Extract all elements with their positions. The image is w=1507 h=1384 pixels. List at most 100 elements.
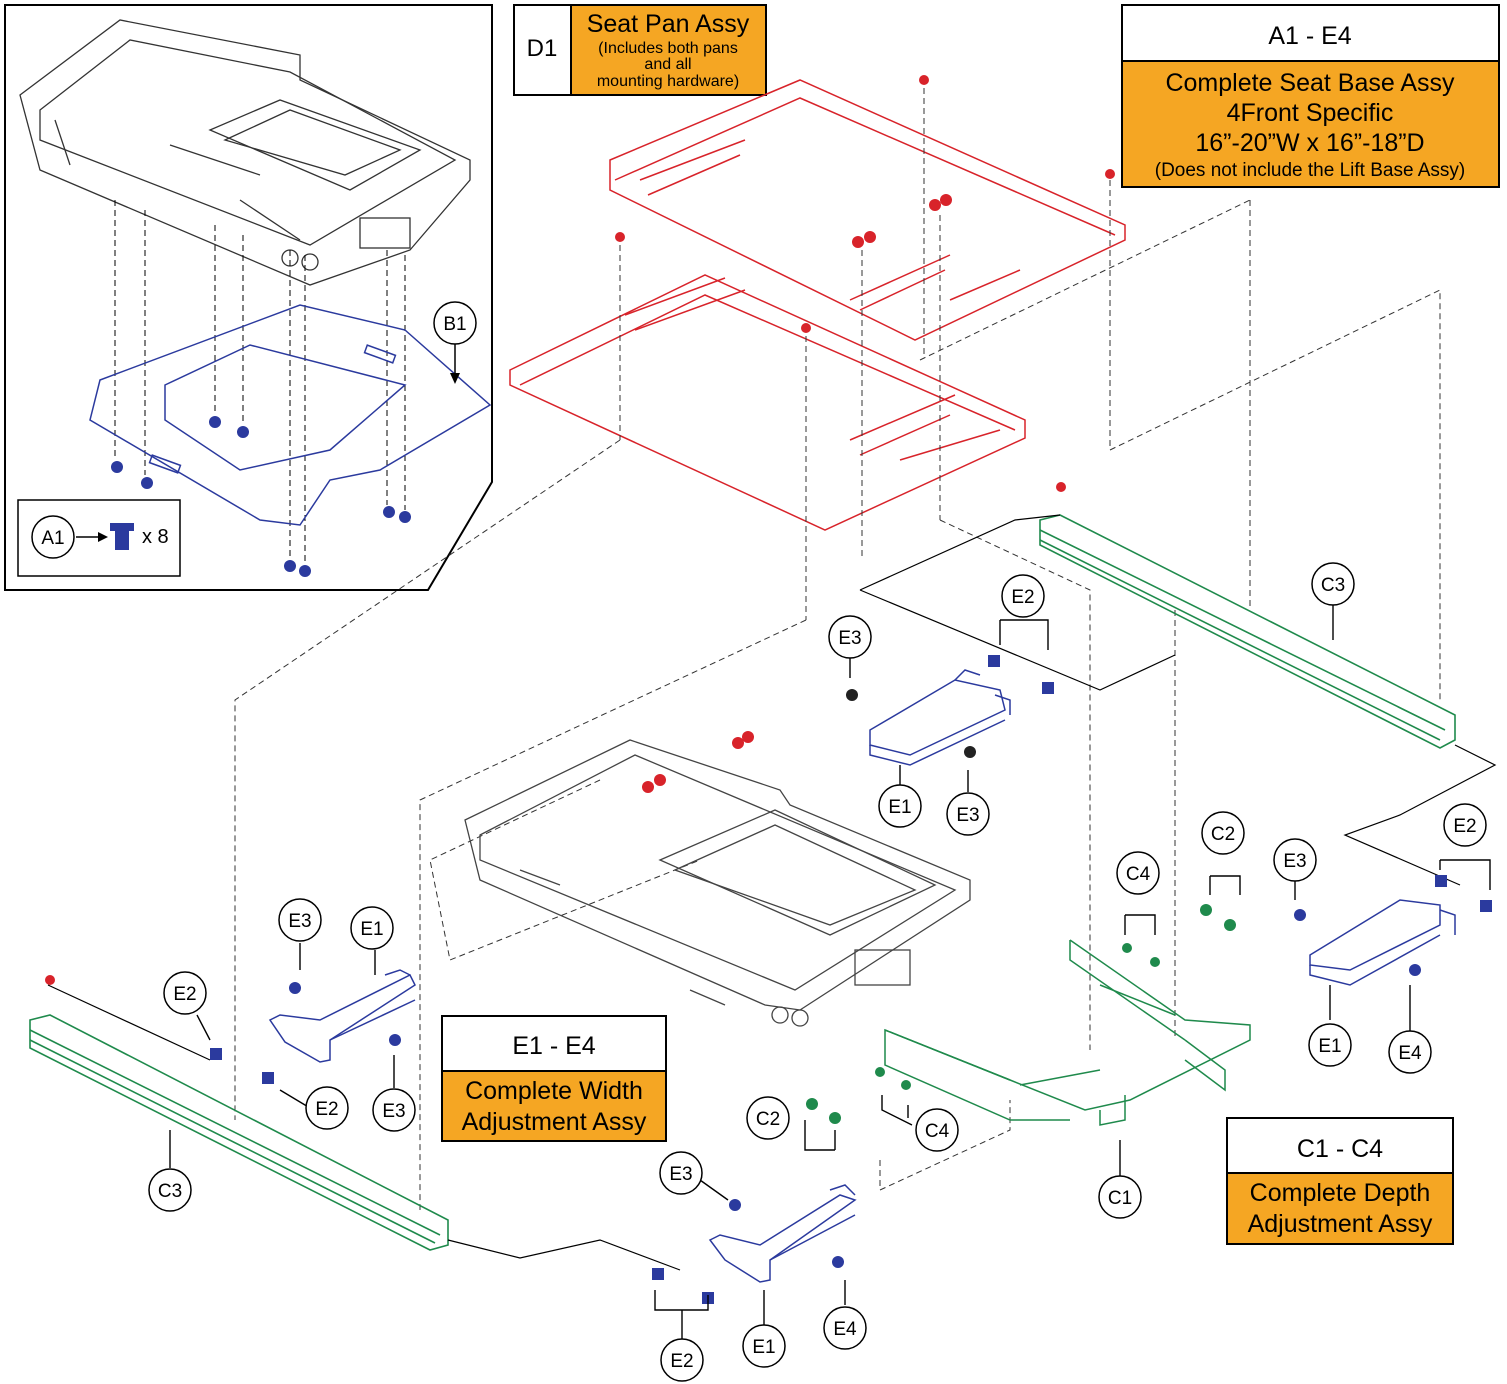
- d1-title: Seat Pan Assy: [587, 10, 750, 38]
- d1-note-line1: (Includes both pans: [598, 40, 738, 57]
- e1-bracket-bottom: [708, 1184, 857, 1283]
- callout-e1-left: E1: [350, 906, 394, 950]
- callout-label: E3: [956, 805, 979, 826]
- callout-b1: B1: [433, 301, 477, 345]
- callout-label: C3: [158, 1181, 182, 1202]
- callout-circle: [823, 1306, 867, 1350]
- c3-rail-right: [1039, 514, 1456, 749]
- e1-bracket-left: [268, 969, 416, 1063]
- callout-e1-bottom: E1: [742, 1324, 786, 1368]
- callout-e2-bottom: E2: [660, 1338, 704, 1382]
- callout-circle: [828, 615, 872, 659]
- seat-pan-lower: [509, 274, 1026, 531]
- callout-e4-bottom: E4: [823, 1306, 867, 1350]
- e1-bracket-top: [869, 669, 1011, 766]
- callout-circle: [1001, 574, 1045, 618]
- depth-hardware: [806, 904, 1236, 1124]
- inset-panel: x 8: [4, 4, 493, 591]
- callout-circle: [660, 1338, 704, 1382]
- callout-circle: [1116, 851, 1160, 895]
- e1-e4-line1: Complete Width: [465, 1077, 643, 1105]
- d1-note-line2: and all: [644, 56, 691, 73]
- a1-screw-icon: [110, 523, 134, 550]
- c1-depth-frame: [884, 939, 1251, 1126]
- e1-e4-range: E1 - E4: [512, 1032, 595, 1060]
- callout-circle: [1311, 562, 1355, 606]
- c1-c4-label-box: C1 - C4 Complete Depth Adjustment Assy: [1226, 1117, 1454, 1245]
- callout-circle: [915, 1108, 959, 1152]
- width-hardware-black: [846, 689, 976, 758]
- callout-circle: [372, 1088, 416, 1132]
- callout-c4-mid: C4: [915, 1108, 959, 1152]
- callout-label: E3: [1283, 851, 1306, 872]
- callout-label: E2: [1453, 816, 1476, 837]
- callout-c3-left: C3: [148, 1168, 192, 1212]
- callout-label: E4: [833, 1319, 857, 1340]
- callout-circle: [742, 1324, 786, 1368]
- callout-label: C4: [925, 1121, 950, 1142]
- c1-c4-line1: Complete Depth: [1250, 1179, 1431, 1207]
- callout-leaders: [169, 605, 1491, 1340]
- callout-label: E1: [752, 1337, 775, 1358]
- callout-label: E2: [670, 1351, 693, 1372]
- callout-circle: [1308, 1023, 1352, 1067]
- callout-label: E3: [838, 628, 861, 649]
- c1-c4-line2: Adjustment Assy: [1248, 1210, 1433, 1238]
- callout-e2-right: E2: [1443, 803, 1487, 847]
- callout-label: E1: [888, 797, 911, 818]
- seat-pan-upper: [609, 79, 1126, 341]
- callout-label: E2: [173, 984, 196, 1005]
- inset-base-plate: [89, 304, 492, 526]
- center-lift-base: [464, 739, 971, 1027]
- a1-quantity: x 8: [142, 526, 169, 548]
- callout-label: E2: [1011, 587, 1034, 608]
- callout-e4-right: E4: [1388, 1030, 1432, 1074]
- a1-e4-label-box: A1 - E4 Complete Seat Base Assy 4Front S…: [1121, 4, 1500, 188]
- a1-e4-line2: 4Front Specific: [1227, 99, 1394, 127]
- callout-e1-right: E1: [1308, 1023, 1352, 1067]
- callout-label: E3: [288, 911, 311, 932]
- d1-note-line3: mounting hardware): [597, 73, 739, 90]
- callout-label: E3: [669, 1164, 692, 1185]
- callout-label: E2: [315, 1099, 338, 1120]
- callout-e2-left2: E2: [305, 1086, 349, 1130]
- callout-label: C2: [756, 1109, 780, 1130]
- callout-circle: [433, 301, 477, 345]
- callout-circle: [746, 1096, 790, 1140]
- callout-e3-left: E3: [278, 898, 322, 942]
- callout-label: C4: [1126, 864, 1151, 885]
- callout-c3-right: C3: [1311, 562, 1355, 606]
- e1-e4-label-box: E1 - E4 Complete Width Adjustment Assy: [441, 1015, 667, 1142]
- a1-e4-line4: (Does not include the Lift Base Assy): [1155, 160, 1466, 181]
- callout-circle: [946, 792, 990, 836]
- callout-circle: [163, 971, 207, 1015]
- callout-e3-right: E3: [1273, 838, 1317, 882]
- callout-e3-bottom: E3: [659, 1151, 703, 1195]
- callout-c4-right: C4: [1116, 851, 1160, 895]
- callout-circle: [1098, 1175, 1142, 1219]
- callout-e2-left: E2: [163, 971, 207, 1015]
- e1-bracket-right: [1309, 899, 1456, 986]
- callout-circle: [278, 898, 322, 942]
- d1-code: D1: [527, 35, 558, 62]
- callout-label: C1: [1108, 1188, 1132, 1209]
- e1-e4-line2: Adjustment Assy: [462, 1108, 647, 1136]
- callout-label: E3: [382, 1101, 405, 1122]
- callout-circle: [1443, 803, 1487, 847]
- seat-pan-screws: [45, 75, 1115, 985]
- callout-label: C3: [1321, 575, 1345, 596]
- callout-c2-mid: C2: [746, 1096, 790, 1140]
- a1-e4-line3: 16”-20”W x 16”-18”D: [1195, 129, 1424, 157]
- a1-e4-line1: Complete Seat Base Assy: [1165, 69, 1455, 97]
- callout-e2-top: E2: [1001, 574, 1045, 618]
- callout-circle: [1273, 838, 1317, 882]
- callout-e1-top: E1: [878, 784, 922, 828]
- callout-circle: [1388, 1030, 1432, 1074]
- callout-c2-right: C2: [1201, 811, 1245, 855]
- callout-circle: [148, 1168, 192, 1212]
- d1-label-box: D1 Seat Pan Assy (Includes both pans and…: [513, 4, 767, 96]
- callout-e3-top: E3: [828, 615, 872, 659]
- c1-c4-range: C1 - C4: [1297, 1135, 1383, 1163]
